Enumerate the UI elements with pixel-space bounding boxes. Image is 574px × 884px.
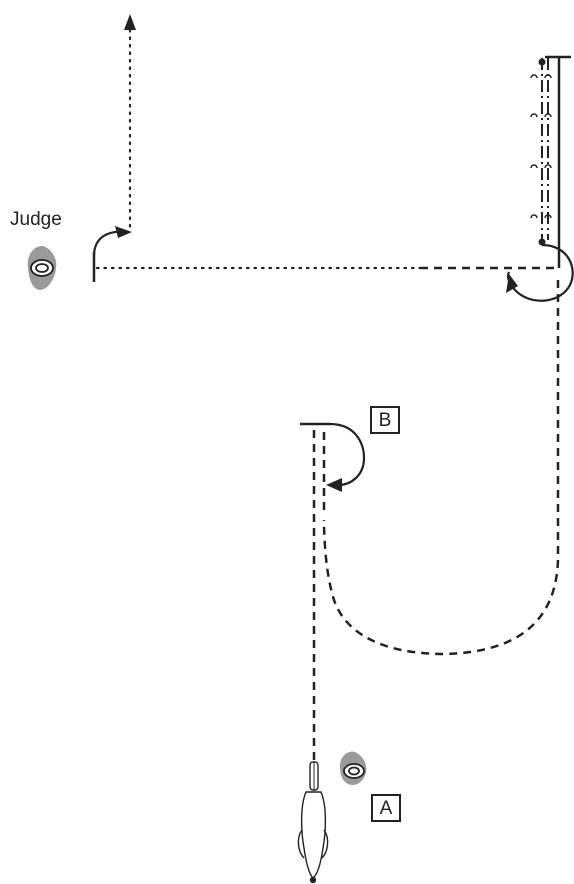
top-arrow-head bbox=[124, 14, 136, 30]
jump-obstacles bbox=[530, 55, 571, 268]
judge-label: Judge bbox=[10, 209, 62, 230]
jump-obstacle-icon bbox=[530, 74, 552, 219]
dotted-path bbox=[95, 28, 422, 270]
cone-icon bbox=[340, 751, 367, 785]
right-loop bbox=[506, 243, 574, 302]
marker-b: B bbox=[370, 406, 400, 434]
dashed-path bbox=[312, 266, 560, 760]
judge-turn bbox=[92, 226, 132, 282]
b-turn bbox=[300, 422, 366, 492]
judge-cone-icon bbox=[27, 246, 57, 290]
marker-a: A bbox=[371, 794, 401, 822]
dog-handler-icon bbox=[297, 761, 329, 884]
